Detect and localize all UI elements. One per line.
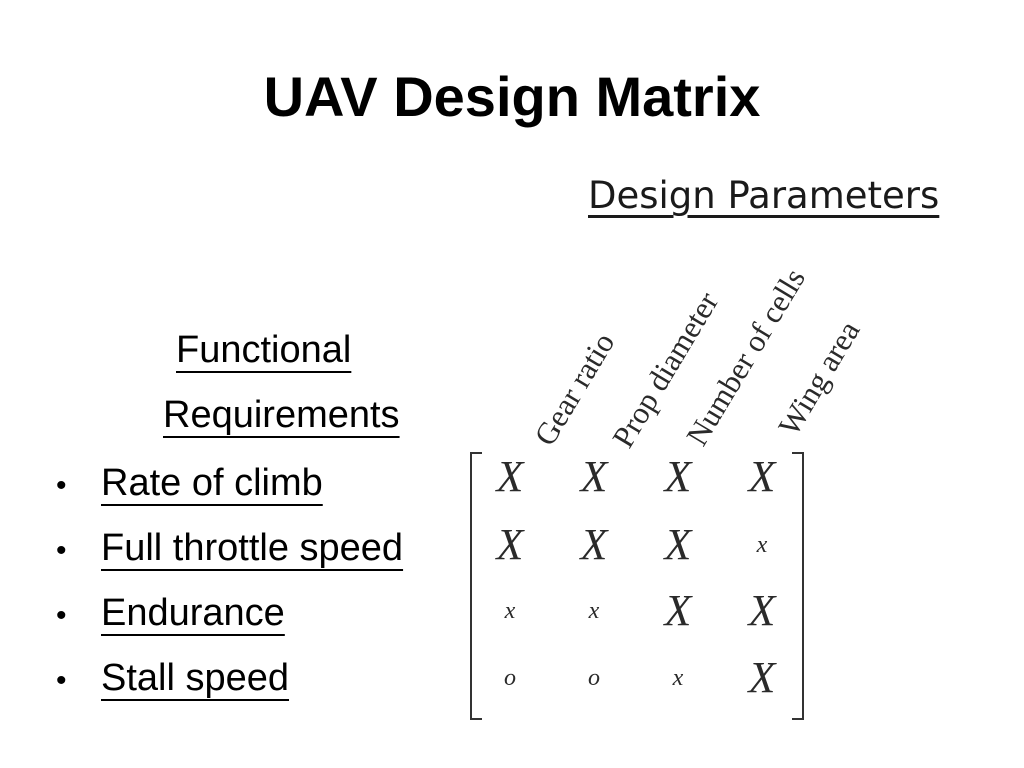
bullet-icon: • xyxy=(56,599,67,632)
requirement-item: • Full throttle speed xyxy=(56,523,460,588)
left-bracket xyxy=(470,452,482,720)
requirement-item: • Stall speed xyxy=(56,653,460,718)
matrix-cell: X xyxy=(496,520,524,569)
matrix-cell: X xyxy=(664,520,692,569)
matrix-cell: x xyxy=(588,598,600,624)
matrix-cell: x xyxy=(756,532,768,558)
slide-title: UAV Design Matrix xyxy=(263,65,761,128)
matrix-cell: X xyxy=(496,452,524,501)
requirement-label: Full throttle speed xyxy=(101,527,404,569)
matrix-cell: X xyxy=(664,452,692,501)
matrix-cell: X xyxy=(748,586,776,635)
matrix-cell: X xyxy=(748,452,776,501)
requirement-item: • Rate of climb xyxy=(56,458,460,523)
design-parameters-heading: Design Parameters xyxy=(588,174,940,217)
requirements-heading-line2: Requirements xyxy=(163,394,400,436)
bullet-icon: • xyxy=(56,469,67,502)
matrix-cell: X xyxy=(580,452,608,501)
requirements-list: • Rate of climb • Full throttle speed • End… xyxy=(56,458,460,718)
requirement-item: • Endurance xyxy=(56,588,460,653)
requirement-label: Endurance xyxy=(101,592,285,634)
matrix-cell: X xyxy=(580,520,608,569)
matrix-cell: X xyxy=(664,586,692,635)
matrix-cell: X xyxy=(748,653,776,702)
right-bracket xyxy=(792,452,804,720)
requirement-label: Stall speed xyxy=(101,657,290,699)
requirement-label: Rate of climb xyxy=(101,462,323,504)
bullet-icon: • xyxy=(56,534,67,567)
matrix-cell: x xyxy=(504,598,516,624)
matrix-cell: o xyxy=(504,665,516,691)
column-label-wing-area: Wing area xyxy=(771,314,867,442)
bullet-icon: • xyxy=(56,664,67,697)
matrix-cell: o xyxy=(588,665,600,691)
matrix-cell: x xyxy=(672,665,684,691)
requirements-heading-line1: Functional xyxy=(176,329,352,371)
